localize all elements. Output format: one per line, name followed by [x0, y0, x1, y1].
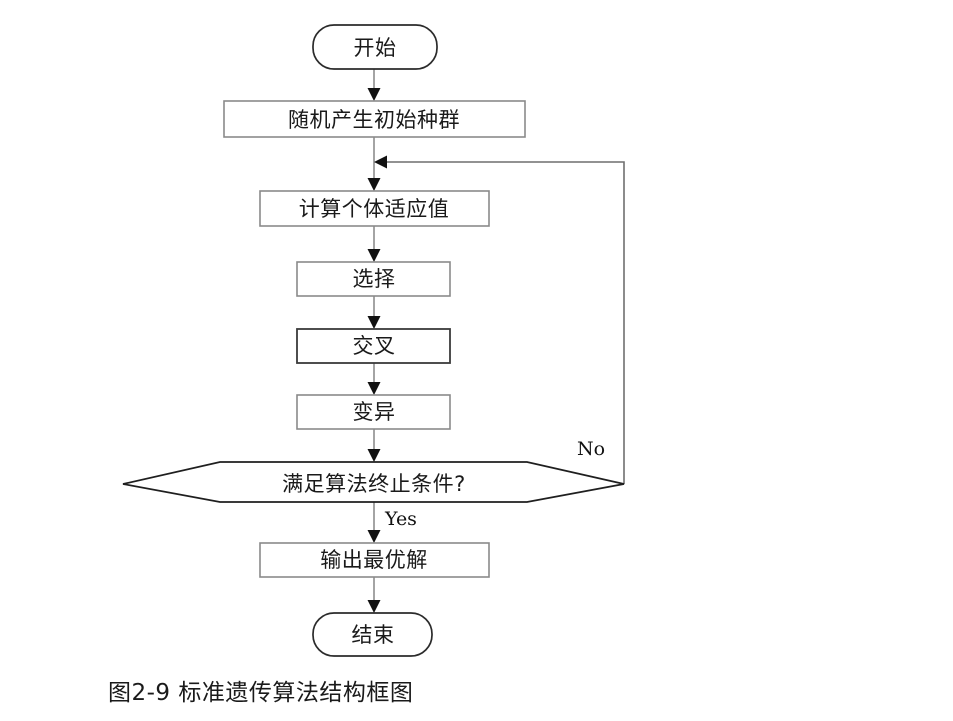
node-selection[interactable]: 选择	[296, 261, 451, 297]
node-termination-decision[interactable]: 满足算法终止条件?	[122, 461, 625, 503]
node-crossover-label: 交叉	[353, 334, 396, 358]
node-start[interactable]: 开始	[312, 24, 438, 70]
node-init-population-label: 随机产生初始种群	[288, 108, 460, 132]
node-end-label: 结束	[352, 623, 395, 647]
node-selection-label: 选择	[353, 267, 396, 291]
node-output-best-solution-label: 输出最优解	[320, 548, 428, 572]
connector-start-to-init	[367, 68, 381, 101]
connector-mutate-to-decision	[367, 429, 381, 462]
connector-init-to-fitness	[367, 137, 381, 191]
node-crossover[interactable]: 交叉	[296, 328, 451, 364]
node-mutation-label: 变异	[353, 400, 396, 424]
figure-caption: 图2-9 标准遗传算法结构框图	[108, 680, 413, 706]
connector-decision-yes-to-output	[367, 502, 381, 543]
node-output-best-solution[interactable]: 输出最优解	[259, 542, 490, 578]
edge-label-no: No	[577, 438, 605, 460]
connector-decision-no-feedback-loop	[374, 155, 625, 484]
connector-fitness-to-select	[367, 226, 381, 262]
connector-crossover-to-mutate	[367, 363, 381, 395]
node-start-label: 开始	[354, 36, 397, 60]
connector-select-to-crossover	[367, 296, 381, 329]
node-mutation[interactable]: 变异	[296, 394, 451, 430]
node-init-population[interactable]: 随机产生初始种群	[223, 100, 526, 138]
node-end[interactable]: 结束	[312, 612, 433, 657]
node-calc-fitness-label: 计算个体适应值	[299, 197, 450, 221]
connector-output-to-end	[367, 576, 381, 613]
node-calc-fitness[interactable]: 计算个体适应值	[259, 190, 490, 227]
edge-label-yes: Yes	[384, 508, 417, 530]
node-termination-decision-label: 满足算法终止条件?	[282, 472, 466, 496]
